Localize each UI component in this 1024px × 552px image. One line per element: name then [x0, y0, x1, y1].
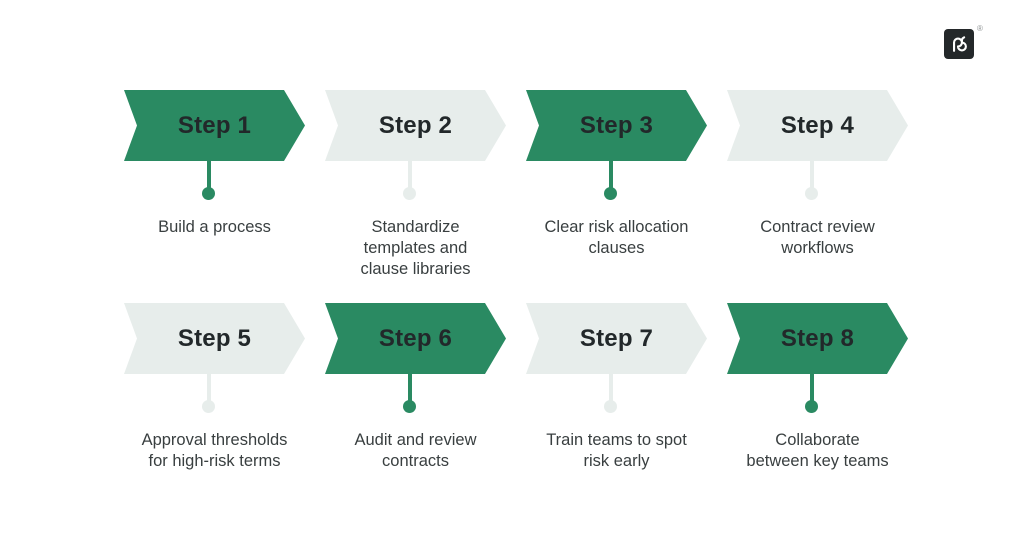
step-1-arrow: Step 1: [124, 90, 305, 161]
step-7-group: Step 7 Train teams to spot risk early: [526, 303, 707, 503]
step-6-label: Step 6: [378, 324, 453, 352]
step-2-arrow: Step 2: [325, 90, 506, 161]
step-8-arrow: Step 8: [727, 303, 908, 374]
step-7-arrow: Step 7: [526, 303, 707, 374]
step-4-connector-line: [810, 161, 814, 190]
step-3-group: Step 3 Clear risk allocation clauses: [526, 90, 707, 290]
pandadoc-logo: [944, 29, 974, 59]
step-5-arrow: Step 5: [124, 303, 305, 374]
step-1-group: Step 1 Build a process: [124, 90, 305, 290]
step-3-arrow: Step 3: [526, 90, 707, 161]
step-2-label: Step 2: [378, 111, 453, 139]
step-1-connector-line: [207, 161, 211, 190]
step-2-connector-line: [408, 161, 412, 190]
step-2-dot: [403, 187, 416, 200]
step-8-label: Step 8: [780, 324, 855, 352]
step-4-caption: Contract review workflows: [760, 218, 875, 257]
pd-monogram-icon: [952, 36, 967, 52]
step-4-label: Step 4: [780, 111, 855, 139]
step-8-caption: Collaborate between key teams: [746, 431, 889, 470]
step-7-label: Step 7: [579, 324, 654, 352]
step-1-label: Step 1: [177, 111, 252, 139]
step-7-caption: Train teams to spot risk early: [546, 431, 687, 470]
step-1-dot: [202, 187, 215, 200]
step-5-caption: Approval thresholds for high-risk terms: [141, 431, 288, 470]
step-2-caption: Standardize templates and clause librari…: [360, 218, 471, 278]
step-3-dot: [604, 187, 617, 200]
step-6-dot: [403, 400, 416, 413]
step-8-group: Step 8 Collaborate between key teams: [727, 303, 908, 503]
step-5-connector-line: [207, 374, 211, 403]
step-7-connector-line: [609, 374, 613, 403]
step-7-dot: [604, 400, 617, 413]
step-1-caption: Build a process: [158, 218, 271, 236]
step-3-label: Step 3: [579, 111, 654, 139]
step-8-dot: [805, 400, 818, 413]
step-8-connector-line: [810, 374, 814, 403]
step-5-label: Step 5: [177, 324, 252, 352]
step-5-dot: [202, 400, 215, 413]
step-3-caption: Clear risk allocation clauses: [544, 218, 689, 257]
step-4-dot: [805, 187, 818, 200]
step-6-caption: Audit and review contracts: [354, 431, 477, 470]
step-5-group: Step 5 Approval thresholds for high-risk…: [124, 303, 305, 503]
step-4-arrow: Step 4: [727, 90, 908, 161]
step-4-group: Step 4 Contract review workflows: [727, 90, 908, 290]
step-6-connector-line: [408, 374, 412, 403]
step-3-connector-line: [609, 161, 613, 190]
registered-trademark: ®: [977, 24, 983, 33]
step-2-group: Step 2 Standardize templates and clause …: [325, 90, 506, 290]
step-6-arrow: Step 6: [325, 303, 506, 374]
step-6-group: Step 6 Audit and review contracts: [325, 303, 506, 503]
